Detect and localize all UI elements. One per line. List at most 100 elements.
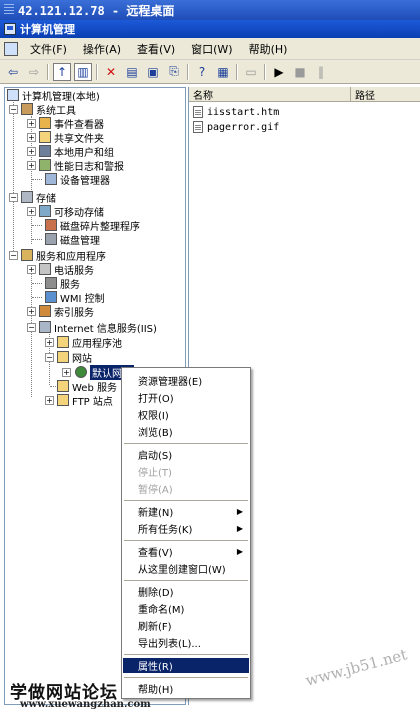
expand-toggle[interactable]: + [45, 396, 54, 405]
expand-toggle[interactable]: + [27, 133, 36, 142]
column-path[interactable]: 路径 [355, 90, 375, 102]
toolbar-separator [96, 63, 98, 80]
menu-action[interactable]: 操作(A) [82, 42, 122, 56]
collapse-toggle[interactable]: − [45, 353, 54, 362]
tree-item-disk-management[interactable]: 磁盘管理 [45, 232, 100, 247]
expand-toggle[interactable]: + [27, 207, 36, 216]
stop-icon[interactable]: ■ [294, 64, 306, 79]
show-tree-icon[interactable]: ▥ [74, 62, 92, 81]
ctx-new[interactable]: 新建(N) ▶ [138, 507, 243, 519]
storage-icon [21, 191, 33, 203]
ctx-rename[interactable]: 重命名(M) [138, 605, 185, 616]
toolbar: ⇦ ⇨ ↑ ▥ ✕ ▤ ▣ ⎘ ? ▦ ▭ ▶ ■ ‖ [0, 60, 420, 84]
collapse-toggle[interactable]: − [27, 323, 36, 332]
disk-icon [45, 233, 57, 245]
tree-item-telephony[interactable]: 电话服务 [39, 262, 94, 277]
window-title-bar[interactable]: 计算机管理 [0, 20, 420, 38]
tree-item-perf-logs[interactable]: 性能日志和警报 [39, 158, 124, 173]
computer-management-icon [7, 89, 19, 101]
column-name[interactable]: 名称 [189, 87, 351, 102]
collapse-toggle[interactable]: − [9, 251, 18, 260]
watermark-site-url: www.xuewangzhan.com [20, 699, 151, 710]
menu-help[interactable]: 帮助(H) [248, 42, 288, 56]
up-folder-icon[interactable]: ↑ [53, 62, 71, 81]
ctx-help[interactable]: 帮助(H) [138, 685, 174, 696]
system-menu-icon[interactable] [4, 41, 18, 56]
tree-item-services-apps[interactable]: 服务和应用程序 [21, 248, 106, 263]
remote-desktop-title-bar[interactable]: 42.121.12.78 - 远程桌面 [0, 0, 420, 20]
export-list-icon[interactable]: ⎘ [169, 64, 179, 78]
tree-item-indexing[interactable]: 索引服务 [39, 304, 94, 319]
expand-toggle[interactable]: + [27, 161, 36, 170]
computer-management-icon [4, 23, 16, 35]
menu-bar: 文件(F) 操作(A) 查看(V) 窗口(W) 帮助(H) [0, 38, 420, 60]
computer-icon[interactable]: ▭ [245, 64, 257, 79]
refresh-icon[interactable]: ▣ [147, 64, 159, 79]
tree-item-services[interactable]: 服务 [45, 276, 80, 291]
expand-toggle[interactable]: + [27, 119, 36, 128]
back-icon[interactable]: ⇦ [7, 64, 19, 79]
tree-item-wmi[interactable]: WMI 控制 [45, 290, 105, 305]
expand-toggle[interactable]: + [45, 338, 54, 347]
menu-separator [124, 540, 248, 541]
submenu-arrow-icon: ▶ [236, 507, 243, 516]
ctx-export-list[interactable]: 导出列表(L)... [138, 639, 201, 650]
list-item[interactable]: pagerror.gif [193, 120, 279, 134]
tree-item-websites[interactable]: 网站 [57, 350, 92, 365]
properties-icon[interactable]: ▤ [126, 64, 138, 79]
tree-item-ftp-sites[interactable]: FTP 站点 [57, 393, 113, 408]
tree-item-storage[interactable]: 存储 [21, 190, 56, 205]
tree-item-web-extensions[interactable]: Web 服务 [57, 379, 117, 394]
iis-icon [39, 321, 51, 333]
forward-icon[interactable]: ⇨ [28, 64, 40, 79]
list-item[interactable]: iisstart.htm [193, 105, 279, 119]
menu-window[interactable]: 窗口(W) [191, 42, 233, 56]
ctx-stop[interactable]: 停止(T) [138, 468, 172, 479]
event-viewer-icon [39, 117, 51, 129]
services-apps-icon [21, 249, 33, 261]
tree-item-event-viewer[interactable]: 事件查看器 [39, 116, 104, 131]
tree-item-local-users[interactable]: 本地用户和组 [39, 144, 114, 159]
ctx-all-tasks[interactable]: 所有任务(K) ▶ [138, 524, 243, 536]
collapse-toggle[interactable]: − [9, 193, 18, 202]
tree-item-defrag[interactable]: 磁盘碎片整理程序 [45, 218, 140, 233]
tree-item-app-pools[interactable]: 应用程序池 [57, 335, 122, 350]
tree-item-iis[interactable]: Internet 信息服务(IIS) [39, 320, 157, 335]
pause-icon[interactable]: ‖ [318, 64, 324, 79]
tree-item-shared-folders[interactable]: 共享文件夹 [39, 130, 104, 145]
menu-separator [124, 500, 248, 501]
ctx-permissions[interactable]: 权限(I) [138, 411, 169, 422]
delete-icon[interactable]: ✕ [105, 64, 117, 79]
ctx-delete[interactable]: 删除(D) [138, 588, 174, 599]
expand-toggle[interactable]: + [62, 368, 71, 377]
collapse-toggle[interactable]: − [9, 105, 18, 114]
ctx-open[interactable]: 打开(O) [138, 394, 174, 405]
expand-toggle[interactable]: + [27, 307, 36, 316]
tree-item-system-tools[interactable]: 系统工具 [21, 102, 76, 117]
wmi-icon [45, 291, 57, 303]
ctx-explore[interactable]: 资源管理器(E) [138, 377, 203, 388]
play-icon[interactable]: ▶ [274, 64, 284, 79]
ctx-properties[interactable]: 属性(R) [123, 658, 249, 673]
menu-file[interactable]: 文件(F) [30, 42, 67, 56]
tree-item-removable-storage[interactable]: 可移动存储 [39, 204, 104, 219]
toolbar-separator [47, 63, 49, 80]
ctx-view[interactable]: 查看(V) ▶ [138, 547, 243, 559]
menu-view[interactable]: 查看(V) [137, 42, 176, 56]
expand-toggle[interactable]: + [27, 147, 36, 156]
ctx-new-window[interactable]: 从这里创建窗口(W) [138, 565, 226, 576]
indexing-icon [39, 305, 51, 317]
toolbar-separator [264, 63, 266, 80]
menu-separator [124, 677, 248, 678]
ctx-pause[interactable]: 暂停(A) [138, 485, 173, 496]
help-icon[interactable]: ? [198, 64, 206, 79]
tree-item-device-manager[interactable]: 设备管理器 [45, 172, 110, 187]
ctx-start[interactable]: 启动(S) [138, 451, 173, 462]
ctx-refresh[interactable]: 刷新(F) [138, 622, 172, 633]
expand-toggle[interactable]: + [27, 265, 36, 274]
device-manager-icon [45, 173, 57, 185]
tree-item-root[interactable]: 计算机管理(本地) [7, 88, 100, 103]
console-icon[interactable]: ▦ [217, 64, 229, 79]
context-menu: 资源管理器(E) 打开(O) 权限(I) 浏览(B) 启动(S) 停止(T) 暂… [121, 367, 251, 699]
ctx-browse[interactable]: 浏览(B) [138, 428, 173, 439]
